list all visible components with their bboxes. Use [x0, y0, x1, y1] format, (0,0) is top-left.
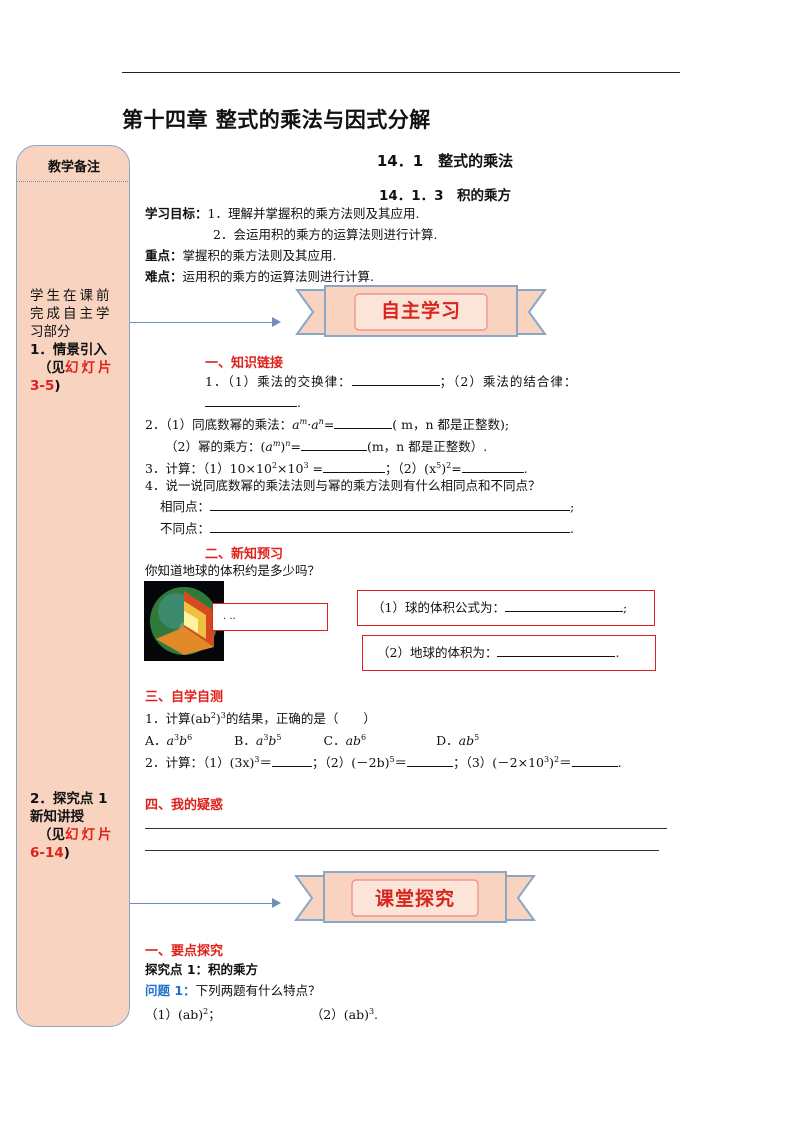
subsection-title: 14．1．3 积的乘方	[378, 188, 512, 204]
learning-goal-2: 2．会运用积的乘方的运算法则进行计算.	[213, 227, 438, 242]
problem-1: 问题 1：下列两题有什么特点？	[145, 983, 321, 998]
test-q1: 1．计算(ab2)3的结果，正确的是（ ）	[145, 711, 376, 727]
q4-line: 4．说一说同底数幂的乘法法则与幂的乘方法则有什么相同点和不同点？	[145, 478, 541, 493]
diff-line: 不同点：.	[160, 521, 574, 536]
test-q2: 2．计算：（1）(3x)3＝；（2）(－2b)5＝；（3）(－2×103)2＝.	[145, 755, 622, 771]
difficulty: 难点：运用积的乘方的运算法则进行计算.	[145, 269, 374, 284]
earth-volume-box: （2）地球的体积为：.	[362, 635, 656, 671]
banner-self-study	[295, 285, 547, 337]
earth-cutaway-image	[144, 581, 224, 661]
earth-label-box: . ..	[212, 603, 328, 631]
part1-title: 一、知识链接	[205, 356, 284, 371]
doubt-line-1	[145, 828, 667, 829]
teaching-notes-sidebar	[16, 145, 130, 1027]
learning-goals: 学习目标：1．理解并掌握积的乘方法则及其应用.	[145, 206, 420, 221]
sidebar-note-2: 2．探究点 1 新知讲授 （见幻灯片 6-14)	[30, 791, 115, 861]
sphere-formula-box: （1）球的体积公式为：;	[357, 590, 655, 626]
explore-point: 探究点 1：积的乘方	[145, 962, 259, 977]
doubt-line-2	[145, 850, 659, 851]
banner-self-study-label: 自主学习	[380, 300, 461, 322]
problem-1-items: （1）(ab)2；（2）(ab)3.	[145, 1007, 379, 1023]
arrow-line-1	[130, 322, 272, 323]
earth-question: 你知道地球的体积约是多少吗？	[145, 563, 321, 578]
arrow-head-1	[272, 317, 281, 327]
banner-class-explore-label: 课堂探究	[374, 888, 455, 910]
chapter-title: 第十四章 整式的乘法与因式分解	[122, 108, 431, 132]
q1-line: 1．（1）乘法的交换律：；（2）乘法的结合律：	[205, 374, 578, 389]
explore-title: 一、要点探究	[145, 944, 224, 959]
banner-class-explore	[294, 871, 536, 923]
part3-title: 三、自学自测	[145, 690, 224, 705]
arrow-line-2	[130, 903, 272, 904]
part2-title: 二、新知预习	[205, 547, 284, 562]
top-rule	[122, 72, 680, 73]
sidebar-heading: 教学备注	[47, 160, 100, 175]
arrow-head-2	[272, 898, 281, 908]
section-title: 14．1 整式的乘法	[376, 152, 514, 170]
test-q1-options: A．a3b6 B．a3b5 C．ab6 D．ab5	[145, 733, 480, 749]
q2b-line: （2）幂的乘方：(am)n=(m，n 都是正整数）.	[165, 439, 488, 455]
q3-line: 3．计算：（1）10×102×103 =；（2）(x5)2=.	[145, 461, 528, 477]
q2-line: 2．（1）同底数幂的乘法：am·an=( m，n 都是正整数);	[145, 417, 510, 433]
part4-title: 四、我的疑惑	[145, 798, 224, 813]
q1-line-2: .	[205, 394, 301, 412]
sidebar-note-1: 学生在课前 完成自主学 习部分 1．情景引入 （见幻灯片 3-5)	[30, 288, 115, 394]
same-line: 相同点：;	[160, 499, 575, 514]
key-point: 重点：掌握积的乘方法则及其应用.	[145, 248, 337, 263]
sidebar-separator	[17, 181, 128, 182]
